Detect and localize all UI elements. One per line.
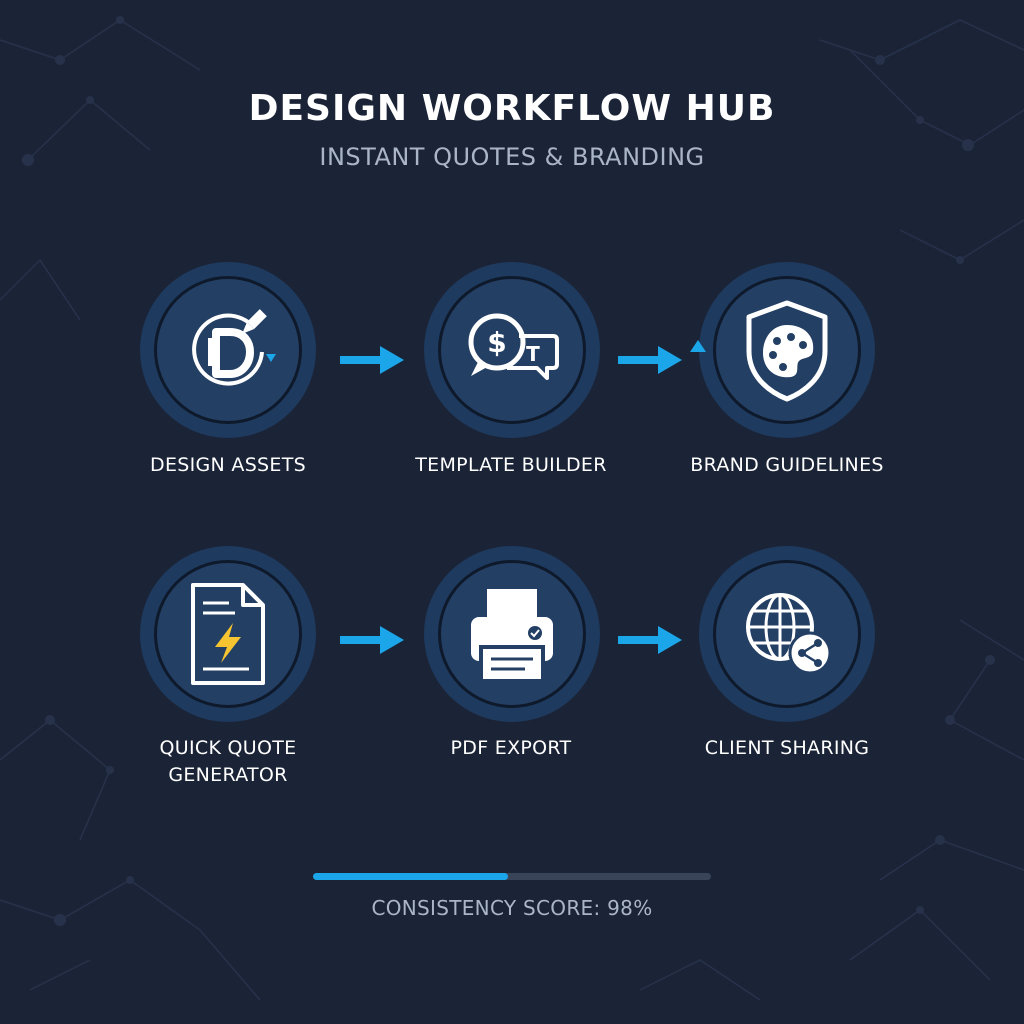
document-lightning-icon <box>191 583 265 685</box>
node-quick-quote-generator[interactable] <box>140 546 316 722</box>
quote-chat-bubbles-icon: $ T <box>468 313 559 380</box>
printer-icon <box>471 589 553 683</box>
node-pdf-export[interactable] <box>424 546 600 722</box>
palette-shield-icon <box>746 300 828 402</box>
consistency-progress-fill <box>313 873 509 880</box>
node-template-builder[interactable]: $ T <box>424 262 600 438</box>
label-line-2: GENERATOR <box>168 764 288 786</box>
node-brand-guidelines[interactable] <box>699 262 875 438</box>
arrow-right-icon <box>340 346 404 374</box>
consistency-score-label: CONSISTENCY SCORE: 98% <box>371 896 653 920</box>
svg-text:T: T <box>526 342 540 366</box>
node-design-assets[interactable] <box>140 262 316 438</box>
arrow-right-icon <box>340 626 404 654</box>
page-subtitle: INSTANT QUOTES & BRANDING <box>319 143 705 171</box>
node-client-sharing[interactable] <box>699 546 875 722</box>
page-title: DESIGN WORKFLOW HUB <box>248 88 776 129</box>
globe-share-icon <box>746 593 832 675</box>
node-label-pdf-export: PDF EXPORT <box>450 737 572 759</box>
arrow-right-icon <box>618 626 682 654</box>
design-logo-pen-icon <box>192 309 276 386</box>
node-label-template-builder: TEMPLATE BUILDER <box>415 454 607 476</box>
arrow-up-icon <box>690 340 706 352</box>
label-line-1: QUICK QUOTE <box>159 737 297 759</box>
node-label-design-assets: DESIGN ASSETS <box>150 454 306 476</box>
arrow-right-icon <box>618 346 682 374</box>
consistency-progress-bar <box>313 873 711 880</box>
svg-text:$: $ <box>487 326 506 359</box>
node-label-quick-quote-generator: QUICK QUOTE GENERATOR <box>98 735 358 789</box>
node-label-brand-guidelines: BRAND GUIDELINES <box>690 454 884 476</box>
node-label-client-sharing: CLIENT SHARING <box>704 737 870 759</box>
